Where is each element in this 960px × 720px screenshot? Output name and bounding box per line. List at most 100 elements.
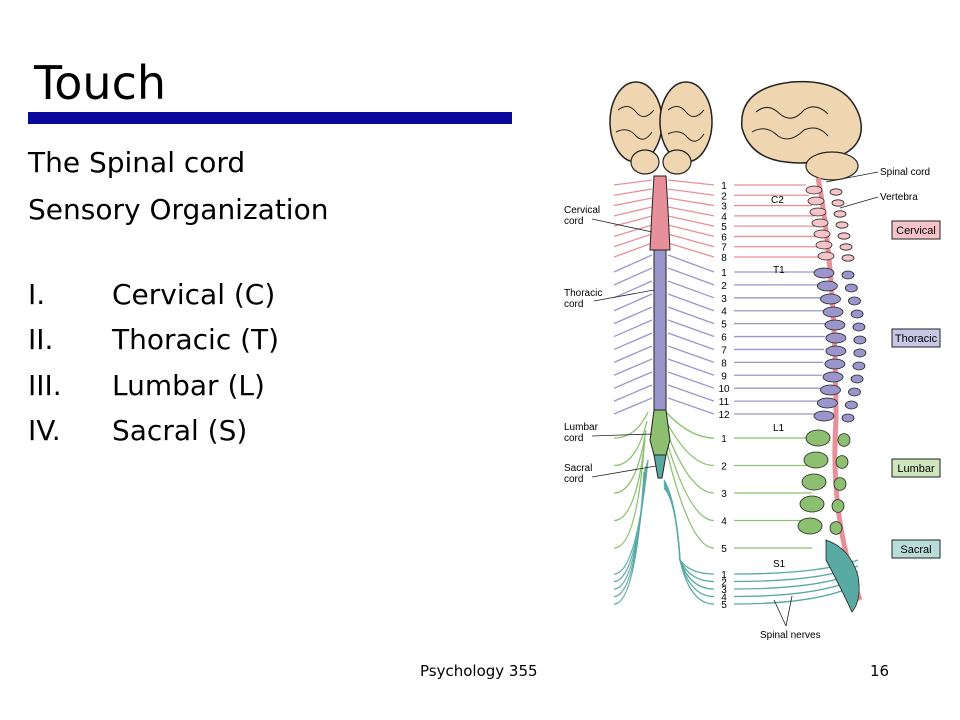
- region-box-thoracic: Thoracic: [891, 328, 941, 348]
- label-vertebra: Vertebra: [880, 192, 918, 203]
- vertebra-process-cervical: [829, 188, 843, 196]
- vertebra-lumbar: [805, 429, 831, 447]
- vertebra-thoracic: [825, 345, 847, 357]
- vertebra-cervical: [813, 229, 831, 239]
- list-number-3: III.: [28, 369, 62, 402]
- nerve-left-cervical-4: [613, 206, 653, 217]
- vertebra-process-thoracic: [850, 309, 864, 319]
- nerve-left-thoracic-11: [613, 384, 653, 402]
- vertebra-cervical: [807, 196, 825, 206]
- nerve-right-thoracic-10: [667, 371, 715, 389]
- nerve-number-thoracic-9: 9: [721, 371, 727, 382]
- list-item-cervical: Cervical (C): [112, 278, 276, 311]
- nerve-number-sacral-4: 4: [721, 593, 727, 604]
- nerve-left-cervical-3: [613, 197, 653, 207]
- nerve-number-thoracic-1: 1: [721, 268, 727, 279]
- nerve-left-sacral-3: [613, 465, 647, 590]
- nerve-left-thoracic-8: [613, 345, 653, 363]
- vertebra-thoracic: [824, 319, 846, 331]
- marker-c2: C2: [771, 195, 784, 206]
- label-sacral-cord: Sacral: [564, 463, 592, 474]
- vertebra-thoracic: [816, 280, 838, 292]
- nerve-left-thoracic-7: [613, 332, 653, 351]
- vertebra-process-thoracic: [852, 361, 866, 371]
- nerve-right-cervical-8: [667, 242, 715, 258]
- nerve-right-thoracic-2: [667, 267, 715, 286]
- vertebra-process-thoracic: [844, 400, 858, 410]
- nerve-number-cervical-3: 3: [721, 202, 727, 213]
- nerve-right-thoracic-4: [667, 293, 715, 312]
- vertebra-thoracic: [813, 410, 835, 422]
- nerve-number-thoracic-11: 11: [719, 397, 730, 408]
- vertebra-process-cervical: [839, 243, 853, 251]
- nerve-number-cervical-1: 1: [721, 181, 727, 192]
- vertebra-thoracic: [822, 371, 844, 383]
- nerve-right-thoracic-7: [667, 332, 715, 351]
- nerve-left-thoracic-6: [613, 319, 653, 338]
- title-underline-bar: [28, 112, 512, 124]
- vertebra-process-cervical: [835, 221, 849, 229]
- nerve-left-lumbar-3: [613, 429, 647, 494]
- vertebra-process-cervical: [833, 210, 847, 218]
- vertebra-thoracic: [820, 293, 841, 305]
- vertebra-process-thoracic: [850, 374, 864, 384]
- nerve-right-cervical-3: [667, 197, 715, 207]
- nerve-left-sacral-5: [613, 471, 645, 605]
- label-spinal-cord: Spinal cord: [880, 167, 930, 178]
- nerve-left-lumbar-2: [613, 420, 648, 467]
- label-lumbar-cord-2: cord: [564, 433, 583, 444]
- nerve-number-cervical-6: 6: [721, 232, 727, 243]
- vertebra-thoracic: [825, 332, 847, 344]
- vertebra-process-thoracic: [841, 270, 855, 280]
- vertebra-lumbar: [797, 517, 823, 535]
- vertebra-cervical: [809, 207, 827, 217]
- nerve-right-sacral-5: [663, 487, 715, 605]
- nerve-left-cervical-7: [613, 233, 653, 248]
- nerve-left-sacral-1: [613, 459, 649, 575]
- nerve-number-lumbar-3: 3: [721, 489, 727, 500]
- nerve-right-cervical-4: [667, 206, 715, 217]
- nerve-right-thoracic-8: [667, 345, 715, 363]
- vertebra-process-thoracic: [852, 322, 866, 332]
- sacrum-bone: [825, 539, 860, 613]
- label-sacral-cord-2: cord: [564, 474, 583, 485]
- vertebra-process-lumbar: [829, 521, 843, 535]
- svg-text:Sacral: Sacral: [900, 544, 931, 556]
- nerve-number-lumbar-5: 5: [721, 544, 727, 555]
- list-number-4: IV.: [28, 414, 61, 447]
- svg-text:Lumbar: Lumbar: [897, 463, 935, 475]
- nerve-number-cervical-8: 8: [721, 253, 727, 264]
- vertebra-process-lumbar: [831, 499, 845, 513]
- front-brain-icon: [609, 81, 713, 175]
- nerve-number-thoracic-4: 4: [721, 307, 727, 318]
- lumbar-cord-segment: [649, 409, 671, 456]
- nerve-left-thoracic-12: [613, 397, 653, 415]
- nerve-number-cervical-2: 2: [721, 191, 727, 202]
- label-thoracic-cord: Thoracic: [564, 288, 602, 299]
- nerve-number-thoracic-5: 5: [721, 320, 727, 331]
- nerve-right-thoracic-12: [667, 397, 715, 415]
- vertebra-process-thoracic: [853, 348, 867, 358]
- nerve-number-cervical-7: 7: [721, 243, 727, 254]
- vertebra-process-cervical: [831, 199, 845, 207]
- nerve-left-thoracic-4: [613, 293, 653, 312]
- nerve-left-lumbar-5: [613, 447, 645, 549]
- nerve-left-lumbar-1: [613, 411, 649, 439]
- vertebra-process-cervical: [841, 254, 855, 262]
- region-box-lumbar: Lumbar: [891, 458, 941, 478]
- nerve-right-cervical-6: [667, 224, 715, 238]
- vertebra-process-thoracic: [844, 283, 858, 293]
- nerve-right-cervical-2: [667, 188, 715, 196]
- nerve-right-cervical-5: [667, 215, 715, 227]
- label-spinal-nerves: Spinal nerves: [760, 630, 821, 641]
- thoracic-cord-segment: [653, 249, 667, 411]
- nerve-number-sacral-2: 2: [721, 578, 727, 589]
- label-cervical-cord-2: cord: [564, 216, 583, 227]
- nerve-left-cervical-5: [613, 215, 653, 227]
- vertebra-cervical: [805, 185, 823, 195]
- nerve-number-sacral-1: 1: [721, 570, 727, 581]
- nerve-right-thoracic-3: [667, 280, 715, 299]
- nerve-right-sacral-1: [663, 479, 715, 575]
- nerve-left-thoracic-5: [613, 306, 653, 325]
